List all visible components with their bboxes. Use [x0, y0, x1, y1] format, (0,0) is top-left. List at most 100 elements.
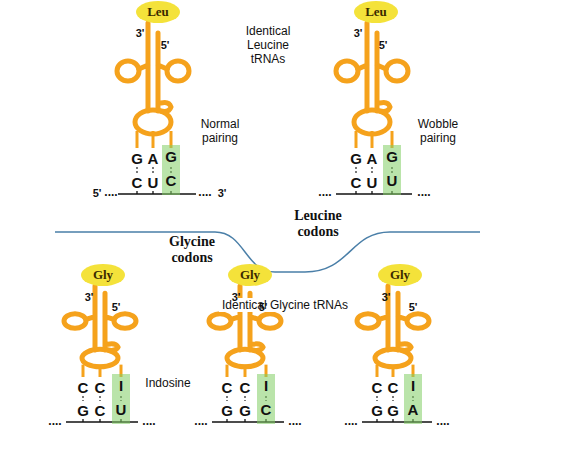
base-pair-bond — [99, 396, 100, 401]
anticodon-arm — [99, 365, 102, 377]
base-letter: A — [367, 150, 378, 167]
base-letter: C — [240, 379, 251, 396]
base-letter: I — [264, 374, 268, 398]
base-letter: C — [78, 379, 89, 396]
base-letter: C — [166, 169, 177, 193]
trna-body — [64, 286, 136, 367]
codon-tick — [136, 191, 137, 194]
codon-tick — [152, 191, 153, 194]
base-letter: C — [95, 379, 106, 396]
amino-acid-oval: Gly — [378, 264, 422, 286]
region-heading: Glycine codons — [152, 234, 232, 266]
codon-tick — [355, 191, 356, 194]
continuation-dots: .... — [344, 414, 357, 428]
trna-body — [117, 23, 189, 134]
anticodon-arm — [82, 365, 85, 377]
amino-acid-oval: Gly — [81, 264, 125, 286]
base-letter: A — [148, 150, 159, 167]
base-pair-bond — [152, 167, 153, 173]
base-letter: C — [222, 379, 233, 396]
strand-end: 3' — [232, 291, 241, 303]
base-letter: G — [387, 402, 399, 419]
amino-acid-name: Gly — [240, 267, 260, 283]
base-letter: C — [261, 398, 272, 422]
base-letter: U — [116, 398, 127, 422]
strand-end: 5' — [409, 301, 418, 313]
base-letter: U — [367, 174, 378, 191]
base-letter: G — [165, 145, 177, 169]
amino-acid-oval: Gly — [228, 264, 272, 286]
strand-end: 3' — [218, 187, 227, 199]
base-pair-bond — [82, 396, 83, 401]
trna-body — [336, 23, 408, 134]
anticodon-arm — [152, 131, 155, 148]
codon-tick — [226, 419, 227, 422]
base-letter: G — [239, 402, 251, 419]
codon-tick — [82, 419, 83, 422]
base-letter: A — [408, 398, 419, 422]
anticodon-arm — [136, 131, 139, 148]
base-letter: G — [371, 402, 383, 419]
base-letter: G — [350, 150, 362, 167]
continuation-dots: .... — [318, 185, 331, 199]
codon-tick — [244, 419, 245, 422]
wobble-highlight: GU — [383, 145, 401, 195]
continuation-dots: .... — [417, 185, 430, 199]
strand-end: 3' — [85, 291, 94, 303]
wobble-highlight: IU — [112, 374, 130, 424]
amino-acid-oval: Leu — [354, 1, 398, 23]
base-letter: G — [221, 402, 233, 419]
amino-acid-name: Gly — [390, 267, 410, 283]
base-letter: G — [131, 150, 143, 167]
strand-end: 3' — [354, 27, 363, 39]
base-letter: I — [119, 374, 123, 398]
mrna-strand — [118, 193, 196, 194]
continuation-dots: .... — [436, 414, 449, 428]
base-pair-bond — [355, 167, 356, 173]
strand-end: 5' — [259, 301, 268, 313]
note-label: Normal pairing — [194, 117, 246, 145]
codon-tick — [392, 419, 393, 422]
anticodon-arm — [226, 365, 229, 377]
wobble-highlight: GC — [162, 145, 180, 195]
continuation-dots: .... — [198, 185, 211, 199]
base-letter: C — [388, 379, 399, 396]
wobble-highlight: IA — [404, 374, 422, 424]
wobble-highlight: IC — [257, 374, 275, 424]
continuation-dots: .... — [104, 185, 117, 199]
base-letter: C — [132, 174, 143, 191]
continuation-dots: .... — [142, 414, 155, 428]
strand-end: 5' — [161, 39, 170, 51]
base-letter: U — [387, 169, 398, 193]
base-letter: C — [351, 174, 362, 191]
anticodon-arm — [376, 365, 379, 377]
trna-body — [357, 286, 429, 367]
base-pair-bond — [136, 167, 137, 173]
base-letter: G — [77, 402, 89, 419]
amino-acid-name: Gly — [93, 267, 113, 283]
strand-end: 3' — [382, 291, 391, 303]
continuation-dots: .... — [48, 414, 61, 428]
base-pair-bond — [226, 396, 227, 401]
strand-end: 5' — [93, 187, 102, 199]
strand-end: 5' — [112, 301, 121, 313]
base-pair-bond — [376, 396, 377, 401]
anticodon-arm — [371, 131, 374, 148]
base-letter: U — [148, 174, 159, 191]
strand-end: 3' — [136, 27, 145, 39]
base-letter: I — [411, 374, 415, 398]
continuation-dots: .... — [194, 414, 207, 428]
base-pair-bond — [244, 396, 245, 401]
base-letter: C — [95, 402, 106, 419]
divider-curve — [55, 232, 480, 272]
codon-tick — [99, 419, 100, 422]
base-pair-bond — [392, 396, 393, 401]
note-label: Indosine — [145, 376, 190, 390]
anticodon-arm — [244, 365, 247, 377]
amino-acid-oval: Leu — [136, 1, 180, 23]
codon-tick — [371, 191, 372, 194]
continuation-dots: .... — [288, 414, 301, 428]
base-letter: G — [386, 145, 398, 169]
codon-tick — [376, 419, 377, 422]
